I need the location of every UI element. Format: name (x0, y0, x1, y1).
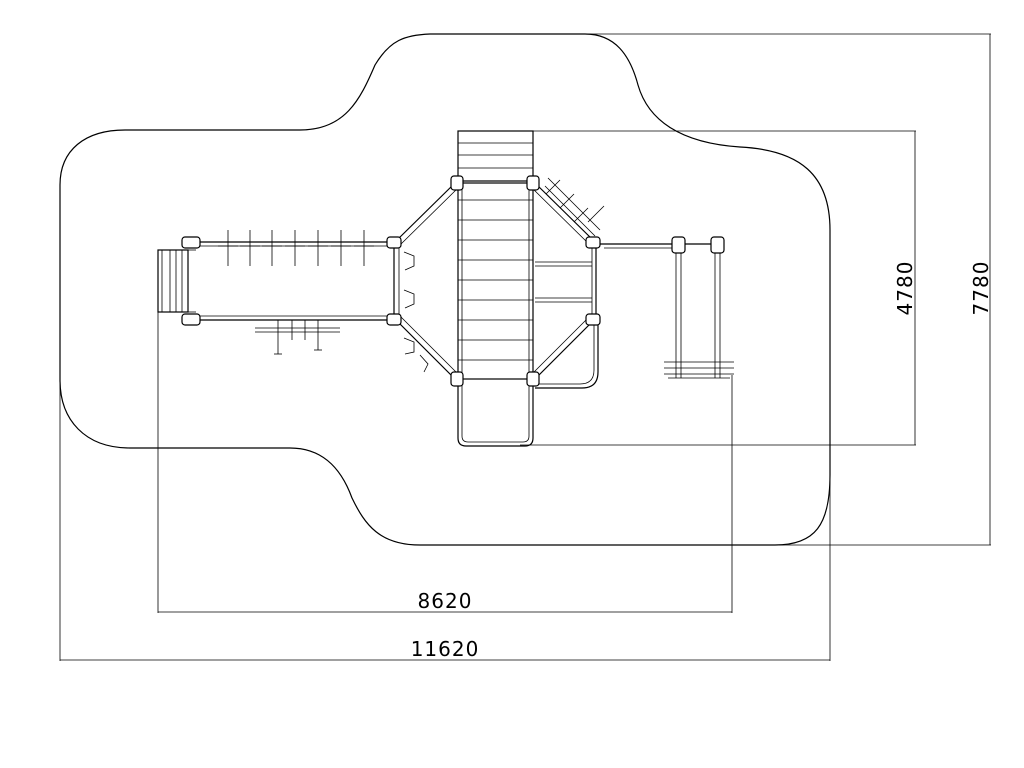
dimension-label-outer-width: 11620 (411, 637, 480, 661)
dimension-inner-width: 8620 (157, 310, 733, 613)
left-entry-steps (157, 249, 196, 313)
safety-zone-outline (59, 33, 831, 546)
central-ladder-bridge (457, 130, 534, 447)
dimension-outer-depth: 7780 (585, 33, 993, 546)
play-structure (157, 130, 734, 447)
dimension-label-outer-depth: 7780 (969, 261, 993, 316)
dimension-label-inner-width: 8620 (418, 589, 473, 613)
dimension-label-inner-depth: 4780 (893, 261, 917, 316)
right-ladder-extension (600, 243, 734, 379)
right-octagon-frame (530, 177, 605, 389)
dimension-inner-depth: 4780 (520, 130, 917, 446)
support-posts (181, 175, 725, 387)
left-octagon-frame (393, 182, 460, 380)
left-monkey-bars (198, 230, 392, 355)
dimension-outer-width: 11620 (59, 380, 831, 661)
